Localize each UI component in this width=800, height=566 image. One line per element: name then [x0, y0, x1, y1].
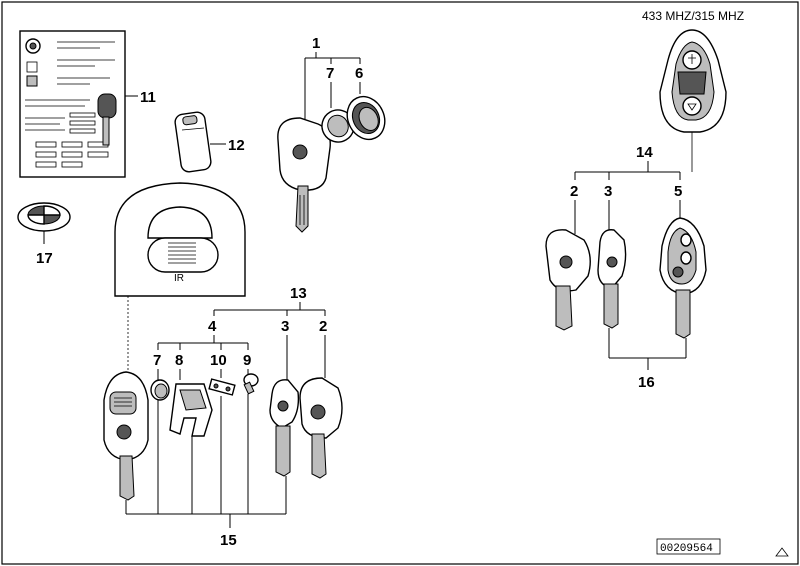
callout-14: 14 [636, 144, 653, 161]
part-3-key-right [597, 229, 627, 329]
part-11-instruction-card [19, 30, 126, 178]
callout-2-bottom: 2 [319, 318, 327, 335]
part-5-remote-key [659, 217, 707, 339]
callout-7-bottom: 7 [153, 352, 161, 369]
callout-5: 5 [674, 183, 682, 200]
callout-4: 4 [208, 318, 217, 335]
part-8-holder [169, 383, 213, 437]
callout-8: 8 [175, 352, 183, 369]
callout-9: 9 [243, 352, 251, 369]
ir-cover-housing [114, 182, 246, 297]
part-7-ring-upper [321, 109, 355, 143]
frequency-label: 433 MHZ/315 MHZ [642, 9, 744, 23]
part-1-key-head-upper [277, 117, 331, 233]
callout-3-bottom: 3 [281, 318, 289, 335]
callout-16: 16 [638, 374, 655, 391]
callout-1: 1 [312, 35, 320, 52]
part-17-emblem [17, 202, 71, 232]
part-6-battery-cap [346, 95, 386, 141]
ir-window-label: IR [174, 273, 184, 284]
part-2-key-bottom [299, 377, 343, 479]
part-3-key-bottom [269, 379, 300, 477]
part-9-screw [243, 373, 259, 395]
ir-remote-key [103, 371, 149, 501]
callout-6: 6 [355, 65, 363, 82]
callout-13: 13 [290, 285, 307, 302]
diagram-number-box [656, 538, 721, 555]
part-2-key-right [545, 229, 591, 331]
callout-17: 17 [36, 250, 53, 267]
callout-3-right: 3 [604, 183, 612, 200]
callout-2-right: 2 [570, 183, 578, 200]
remote-key-433mhz [659, 29, 727, 133]
callout-11: 11 [140, 89, 156, 106]
corner-triangle-icon [775, 547, 789, 557]
callout-12: 12 [228, 137, 245, 154]
callout-7-top: 7 [326, 65, 334, 82]
part-12-key-fob [174, 111, 212, 173]
callout-10: 10 [210, 352, 227, 369]
part-7-ring-lower [150, 379, 170, 401]
diagram-number: 00209564 [660, 543, 713, 555]
part-10-contact-plate [208, 378, 236, 396]
callout-15: 15 [220, 532, 237, 549]
